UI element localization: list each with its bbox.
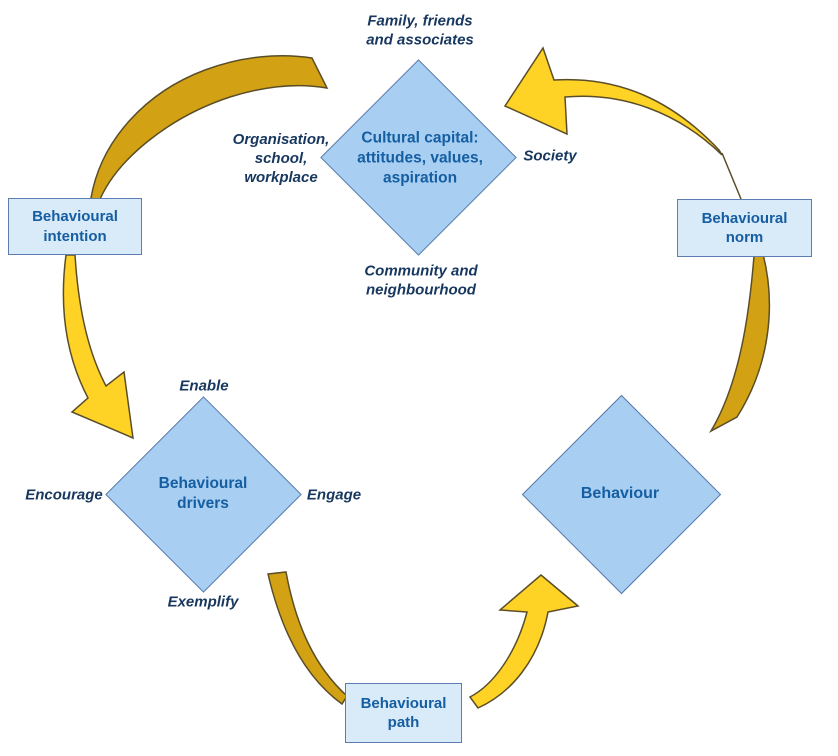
annotation-line: and associates — [366, 31, 474, 48]
annotation-encourage: Encourage — [25, 486, 103, 504]
behaviour-label: Behaviour — [581, 484, 659, 504]
annotation-line: Community and — [364, 262, 478, 280]
node-label-line: path — [387, 714, 420, 731]
annotation-exemplify: Exemplify — [167, 593, 239, 611]
connector-norm-tail — [721, 152, 742, 200]
annotation-community-neighbourhood: Community and neighbourhood — [364, 262, 477, 300]
behavioural-norm-box: Behavioural norm — [677, 199, 812, 257]
node-label-line: norm — [725, 229, 764, 246]
arrow-intention-to-cultural-capital — [90, 55, 329, 206]
node-label-line: Cultural capital: — [361, 129, 479, 147]
node-label-line: intention — [43, 227, 107, 245]
arrow-drivers-to-path — [267, 571, 348, 706]
annotation-enable: Enable — [179, 377, 229, 395]
cultural-capital-label: Cultural capital: attitudes, values, asp… — [357, 128, 483, 187]
arrow-norm-to-cultural-capital — [503, 46, 723, 156]
node-label-line: Behavioural — [158, 475, 248, 493]
node-label-line: Behavioural — [701, 209, 788, 227]
node-label-line: Behavioural — [360, 694, 447, 712]
node-label-line: attitudes, values, — [357, 149, 483, 167]
annotation-line: Family, friends — [367, 12, 473, 30]
arrow-path-to-behaviour — [468, 574, 580, 709]
behavioural-intention-box: Behavioural intention — [8, 198, 142, 255]
node-label-line: Behaviour — [580, 484, 660, 502]
annotation-engage: Engage — [306, 486, 362, 504]
node-label-line: aspiration — [382, 168, 458, 186]
annotation-line: school, — [254, 149, 308, 167]
annotation-family-friends: Family, friends and associates — [366, 12, 474, 50]
annotation-society: Society — [523, 147, 577, 165]
node-label-line: Behavioural — [32, 208, 118, 225]
behavioural-drivers-label: Behavioural drivers — [159, 474, 248, 514]
annotation-line: Organisation, — [232, 130, 330, 148]
arrow-behaviour-to-norm — [708, 253, 771, 433]
annotation-line: neighbourhood — [366, 281, 476, 298]
annotation-line: workplace — [244, 168, 318, 186]
node-label-line: drivers — [177, 495, 229, 512]
behavioural-path-box: Behavioural path — [345, 683, 462, 743]
arrow-intention-to-drivers — [62, 254, 134, 440]
annotation-organisation-school-workplace: Organisation, school, workplace — [233, 131, 330, 187]
